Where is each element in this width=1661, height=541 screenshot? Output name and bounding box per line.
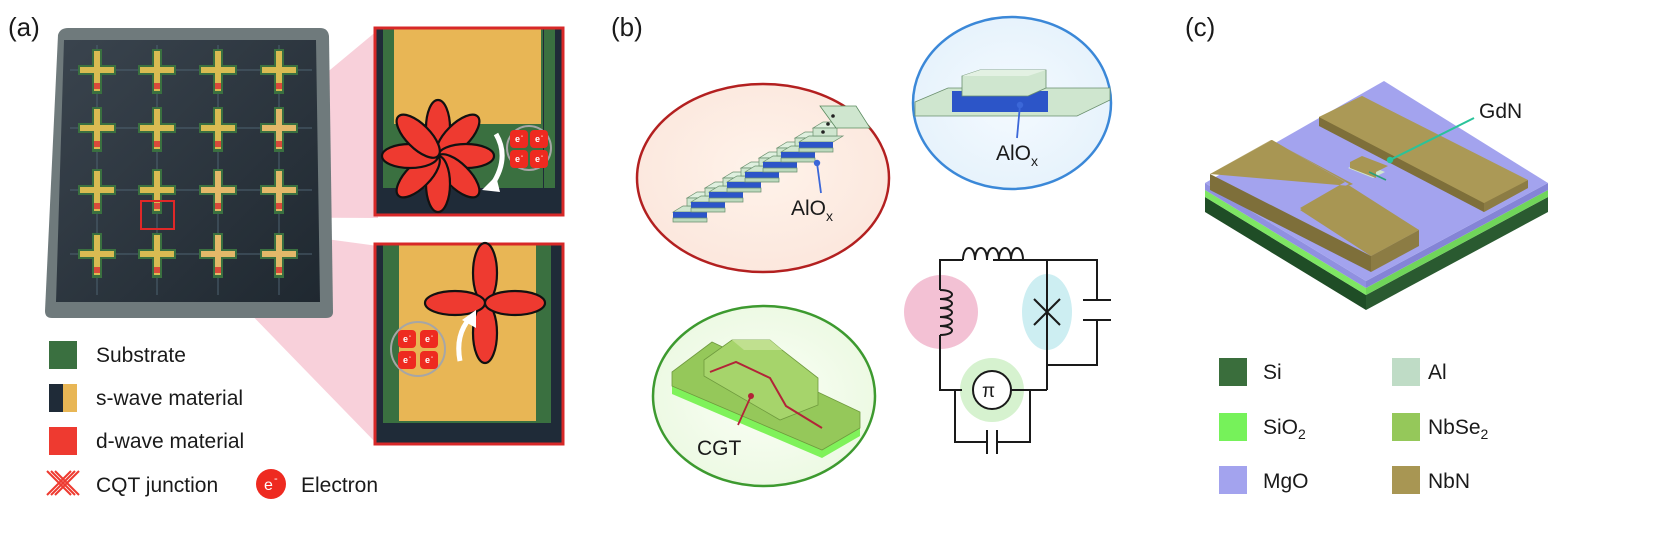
svg-text:-: - [274,473,278,485]
legend-si-label: Si [1263,361,1282,384]
cgt-label: CGT [697,437,742,460]
s-wave-swatch [49,384,77,412]
nbse2-swatch [1392,413,1420,441]
substrate-swatch [49,341,77,369]
legend-c: Si Al SiO2 NbSe2 MgO NbN [1219,358,1489,494]
electron-pair-cluster-2 [390,321,446,377]
legend-d-wave-label: d-wave material [96,430,244,453]
inset-bottom [373,241,565,446]
aiox-label-top: AlOx [996,142,1038,169]
panel-c-label: (c) [1185,12,1215,42]
legend-a: Substrate s-wave material d-wave materia… [46,341,378,499]
al-swatch [1392,358,1420,386]
panel-a-label: (a) [8,12,40,42]
d-wave-swatch [49,427,77,455]
pi-label: π [982,381,995,402]
legend-mgo-label: MgO [1263,470,1309,493]
green-ellipse-cgt: CGT [651,304,877,488]
panel-c: (c) GdN [1185,12,1548,494]
red-ellipse-junction-array: AlOx [635,82,891,274]
device-cross [78,49,116,94]
circuit-schematic [904,247,1111,454]
device-cross [260,49,298,94]
device-cross [138,169,176,214]
josephson-junction-icon [1033,298,1061,326]
device-3d: GdN [1205,81,1548,310]
device-cross [78,169,116,214]
mgo-swatch [1219,466,1247,494]
svg-text:e: e [264,477,273,494]
device-cross [138,233,176,278]
legend-cqt-label: CQT junction [96,474,218,497]
sio2-swatch [1219,413,1247,441]
inductor-left-icon [939,289,953,336]
legend-electron-label: Electron [301,474,378,497]
device-cross [199,233,237,278]
blue-ellipse-junction: AlOx [911,15,1113,191]
device-cross [138,107,176,152]
junction-step [797,121,849,153]
d-wave-8-lobe-icon [380,98,496,214]
device-cross [260,233,298,278]
gdn-label: GdN [1479,100,1522,123]
device-cross [199,107,237,152]
aiox-label-left: AlOx [791,197,833,224]
electron-pair-cluster [506,125,552,171]
panel-a: (a) [8,12,565,499]
panel-b: (b) AlOx AlOx [611,12,1113,488]
legend-sio2-label: SiO2 [1263,416,1306,442]
inductor-top-icon [962,247,1024,261]
chip [45,28,333,318]
legend-nbn-label: NbN [1428,470,1470,493]
si-swatch [1219,358,1247,386]
panel-b-label: (b) [611,12,643,42]
d-wave-4-lobe-icon [423,241,547,365]
nbn-swatch [1392,466,1420,494]
device-cross [199,169,237,214]
device-cross [199,49,237,94]
legend-s-wave-label: s-wave material [96,387,243,410]
legend-substrate-label: Substrate [96,344,186,367]
device-array [70,45,312,295]
inset-top [373,26,565,217]
cqt-junction-icon [46,470,80,496]
legend-al-label: Al [1428,361,1447,384]
selection-box [140,200,175,230]
device-cross [78,233,116,278]
electron-icon: e - [256,469,286,499]
inductor-highlight [904,275,978,349]
junction-steps [671,121,849,223]
device-cross [138,49,176,94]
device-cross [260,107,298,152]
legend-nbse2-label: NbSe2 [1428,416,1489,442]
device-cross [78,107,116,152]
device-cross [260,169,298,214]
